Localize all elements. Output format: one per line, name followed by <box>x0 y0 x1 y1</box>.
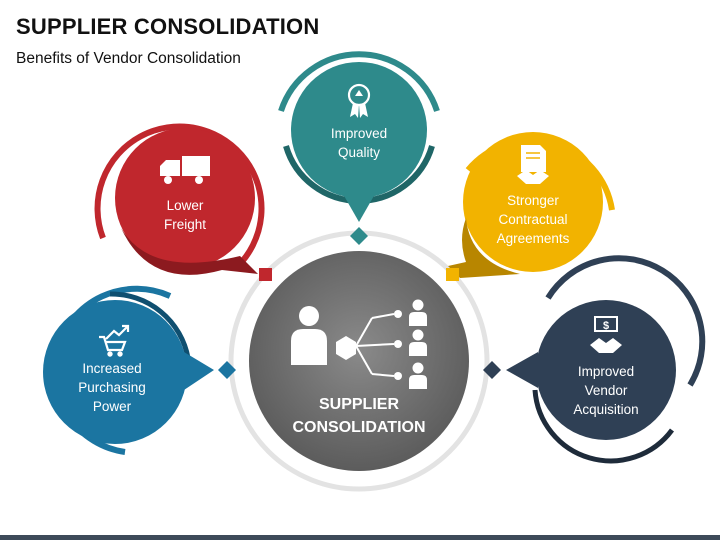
node-label-line3: Power <box>93 399 132 414</box>
node-label-line3: Acquisition <box>573 402 638 417</box>
connector-diamond-top <box>350 227 368 245</box>
svg-text:$: $ <box>603 320 609 332</box>
node-increased-purchasing-power: Increased Purchasing Power <box>43 285 236 455</box>
node-label-line1: Increased <box>82 361 141 376</box>
node-label-line2: Purchasing <box>78 380 146 395</box>
bottom-bar <box>0 535 720 540</box>
connector-diamond-right <box>483 361 501 379</box>
center-circle <box>249 251 469 471</box>
cart-growth-icon <box>99 324 130 357</box>
node-label-line3: Agreements <box>497 231 570 246</box>
connector-square-right <box>446 268 459 281</box>
node-label-line1: Stronger <box>507 193 559 208</box>
page-subtitle: Benefits of Vendor Consolidation <box>16 50 241 67</box>
center-label-line1: SUPPLIER <box>319 396 399 413</box>
node-label-line1: Improved <box>578 364 634 379</box>
node-label-line1: Lower <box>167 198 204 213</box>
node-label-line2: Contractual <box>498 212 567 227</box>
node-stronger-contractual-agreements: Stronger Contractual Agreements <box>446 132 615 281</box>
connector-square-left <box>259 268 272 281</box>
node-label-line2: Vendor <box>585 383 628 398</box>
node-label-line1: Improved <box>331 126 387 141</box>
connector-diamond-left <box>218 361 236 379</box>
handshake-money-icon: $ <box>590 316 622 353</box>
page-title: SUPPLIER CONSOLIDATION <box>16 14 320 39</box>
node-improved-quality: Improved Quality <box>278 51 440 245</box>
center-label-line2: CONSOLIDATION <box>292 419 425 436</box>
node-lower-freight: Lower Freight <box>94 123 272 281</box>
supplier-network-icon <box>291 299 427 389</box>
node-improved-vendor-acquisition: $ Improved Vendor Acquisition <box>483 255 706 464</box>
node-label-line2: Freight <box>164 217 206 232</box>
truck-icon <box>160 156 210 184</box>
handshake-contract-icon <box>517 145 549 184</box>
node-label-line2: Quality <box>338 145 380 160</box>
award-badge-icon <box>347 83 371 118</box>
